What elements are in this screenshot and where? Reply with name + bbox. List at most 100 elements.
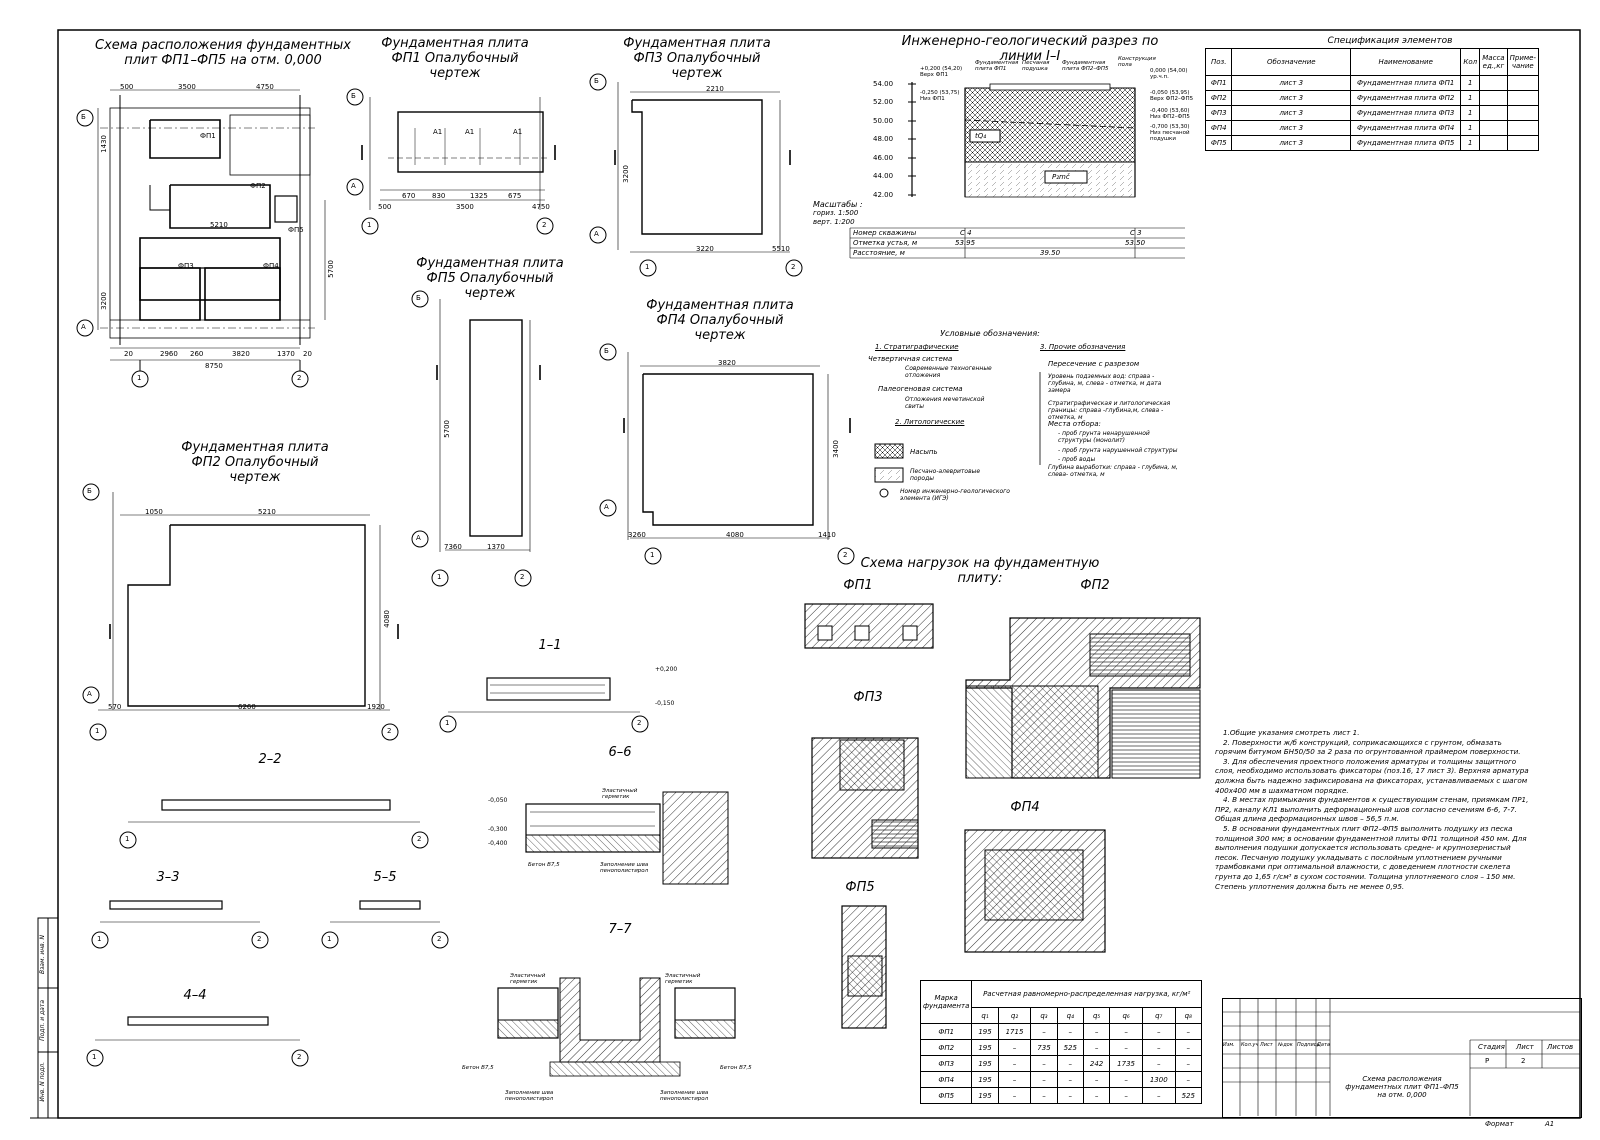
legend-q: Четвертичная система <box>868 355 953 363</box>
fp2-axis-2: 2 <box>387 727 392 735</box>
stamp-stage-h: Стадия <box>1478 1043 1505 1051</box>
geo-section <box>849 82 1185 259</box>
scheme-tag-fp3: ФП3 <box>178 262 194 270</box>
fp4-drawing <box>599 343 855 565</box>
loads-cell: – <box>1109 1039 1143 1056</box>
fp3-axis-1: 1 <box>645 263 650 271</box>
fp1-axis-1: 1 <box>367 221 372 229</box>
fp2-axis-b: Б <box>87 487 92 495</box>
legend-o5: - проб грунта ненарушенной структуры (мо… <box>1058 430 1150 444</box>
loads-col: q₇ <box>1141 1007 1176 1024</box>
s11-p02: +0,200 <box>655 666 678 673</box>
fp4-dim-h: 3400 <box>832 440 840 458</box>
loads-col: q₃ <box>1030 1007 1058 1024</box>
scheme-tag-fp4: ФП4 <box>263 262 279 270</box>
fp3-axis-a: А <box>594 230 599 238</box>
fp3-axis-b: Б <box>594 77 599 85</box>
loads-cell: 525 <box>1174 1087 1203 1104</box>
loads-cell: – <box>1174 1039 1203 1056</box>
loads-cell: ФП3 <box>919 1055 973 1072</box>
scheme-dim-l2: 5700 <box>327 260 335 278</box>
fp1-dim-4: 670 <box>402 192 416 200</box>
scheme-tag-fp2: ФП2 <box>250 182 266 190</box>
loads-cell: 1735 <box>1109 1055 1143 1072</box>
stamp-col-4: Подпись <box>1297 1042 1320 1048</box>
spec-cell <box>1506 90 1540 106</box>
geo-tag-8: -0,050 (53,95) Верх ФП2–ФП5 <box>1150 90 1194 102</box>
spec-cell: Фундаментная плита ФП4 <box>1350 120 1462 136</box>
axis-2-label: 2 <box>297 374 302 382</box>
stamp-stage: Р <box>1485 1057 1490 1065</box>
scheme-tag-fp1: ФП1 <box>200 132 216 140</box>
fp1-drawing <box>346 88 556 235</box>
scheme-dim-l3: 3200 <box>100 292 108 310</box>
spec-cell: лист 3 <box>1231 90 1352 106</box>
loads-cell: – <box>997 1039 1032 1056</box>
legend-swatches <box>874 372 1041 498</box>
axis-a-label: А <box>81 323 86 331</box>
spec-cell <box>1506 120 1540 136</box>
loads-cell: – <box>1109 1023 1143 1040</box>
section-5-5 <box>321 900 449 949</box>
spec-cell: 1 <box>1460 135 1481 151</box>
spec-cell: 1 <box>1460 120 1481 136</box>
fp5-drawing <box>411 290 541 587</box>
loads-cell: – <box>1030 1055 1058 1072</box>
fp4-dim-bottom: 4080 <box>726 531 744 539</box>
geo-row-1-label: Отметка устья, м <box>853 239 918 247</box>
geo-tag-5: Фундаментная плита ФП2–ФП5 <box>1062 60 1109 72</box>
load-fp5-label: ФП5 <box>845 880 875 895</box>
stamp-title: Схема расположения фундаментных плит ФП1… <box>1345 1075 1459 1099</box>
loads-cell: – <box>1082 1087 1111 1104</box>
legend-pmc: Отложения мечетинской свиты <box>905 396 985 410</box>
fp4-axis-a: А <box>604 503 609 511</box>
spec-cell <box>1479 120 1508 136</box>
loads-cell: – <box>1141 1039 1176 1056</box>
geo-row-2-label: Расстояние, м <box>853 249 905 257</box>
s77-elastic-1: Эластичный герметик <box>510 973 546 985</box>
geo-tag-1: +0,200 (54,20) Верх ФП1 <box>920 66 963 78</box>
loads-cell: – <box>1109 1071 1143 1088</box>
stamp-sheet: 2 <box>1521 1057 1526 1065</box>
spec-cell: ФП4 <box>1204 120 1233 136</box>
s66-beton: Бетон В7,5 <box>528 862 560 868</box>
loads-col: q₁ <box>971 1007 999 1024</box>
section-6-6 <box>525 791 729 885</box>
side-text-1: Взам. инв. N <box>39 935 46 974</box>
loads-cell: – <box>1082 1071 1111 1088</box>
spec-title: Спецификация элементов <box>1327 36 1453 46</box>
scheme-dim-b1: 20 <box>124 350 133 358</box>
geo-level-46: 46.00 <box>873 154 894 162</box>
section-7-7 <box>497 977 736 1077</box>
fp2-dim-bottom: 6260 <box>238 703 256 711</box>
loads-cell: 242 <box>1082 1055 1111 1072</box>
geo-row-0-label: Номер скважины <box>853 229 917 237</box>
axis-1-label: 1 <box>137 374 142 382</box>
fp4-axis-1: 1 <box>650 551 655 559</box>
loads-cell: – <box>1056 1087 1084 1104</box>
spec-cell: Фундаментная плита ФП5 <box>1350 135 1462 151</box>
fp3-dim-h: 3200 <box>622 165 630 183</box>
s66-m03: -0,300 <box>488 826 508 833</box>
stamp-col-1: Кол.уч <box>1241 1042 1259 1048</box>
note-4: 4. В местах примыкания фундаментов к сущ… <box>1215 795 1529 824</box>
section-7-7-title: 7–7 <box>608 922 632 937</box>
fp4-axis-b: Б <box>604 347 609 355</box>
scheme-dim-top2: 3500 <box>178 83 196 91</box>
fp3-title: Фундаментная плита ФП3 Опалубочный черте… <box>623 36 771 81</box>
loads-cell: – <box>997 1055 1032 1072</box>
fp4-axis-2: 2 <box>843 551 848 559</box>
load-fp4 <box>964 829 1106 953</box>
fp1-axis-b: Б <box>351 92 356 100</box>
load-fp1-label: ФП1 <box>843 578 873 593</box>
spec-cell <box>1506 75 1540 91</box>
note-2: 2. Поверхности ж/б конструкций, соприкас… <box>1215 737 1521 757</box>
geo-ige-2: P₂mč <box>1052 173 1070 181</box>
scheme-dim-top3: 4750 <box>256 83 274 91</box>
loads-cell: – <box>1082 1023 1111 1040</box>
section-6-6-title: 6–6 <box>608 745 632 760</box>
